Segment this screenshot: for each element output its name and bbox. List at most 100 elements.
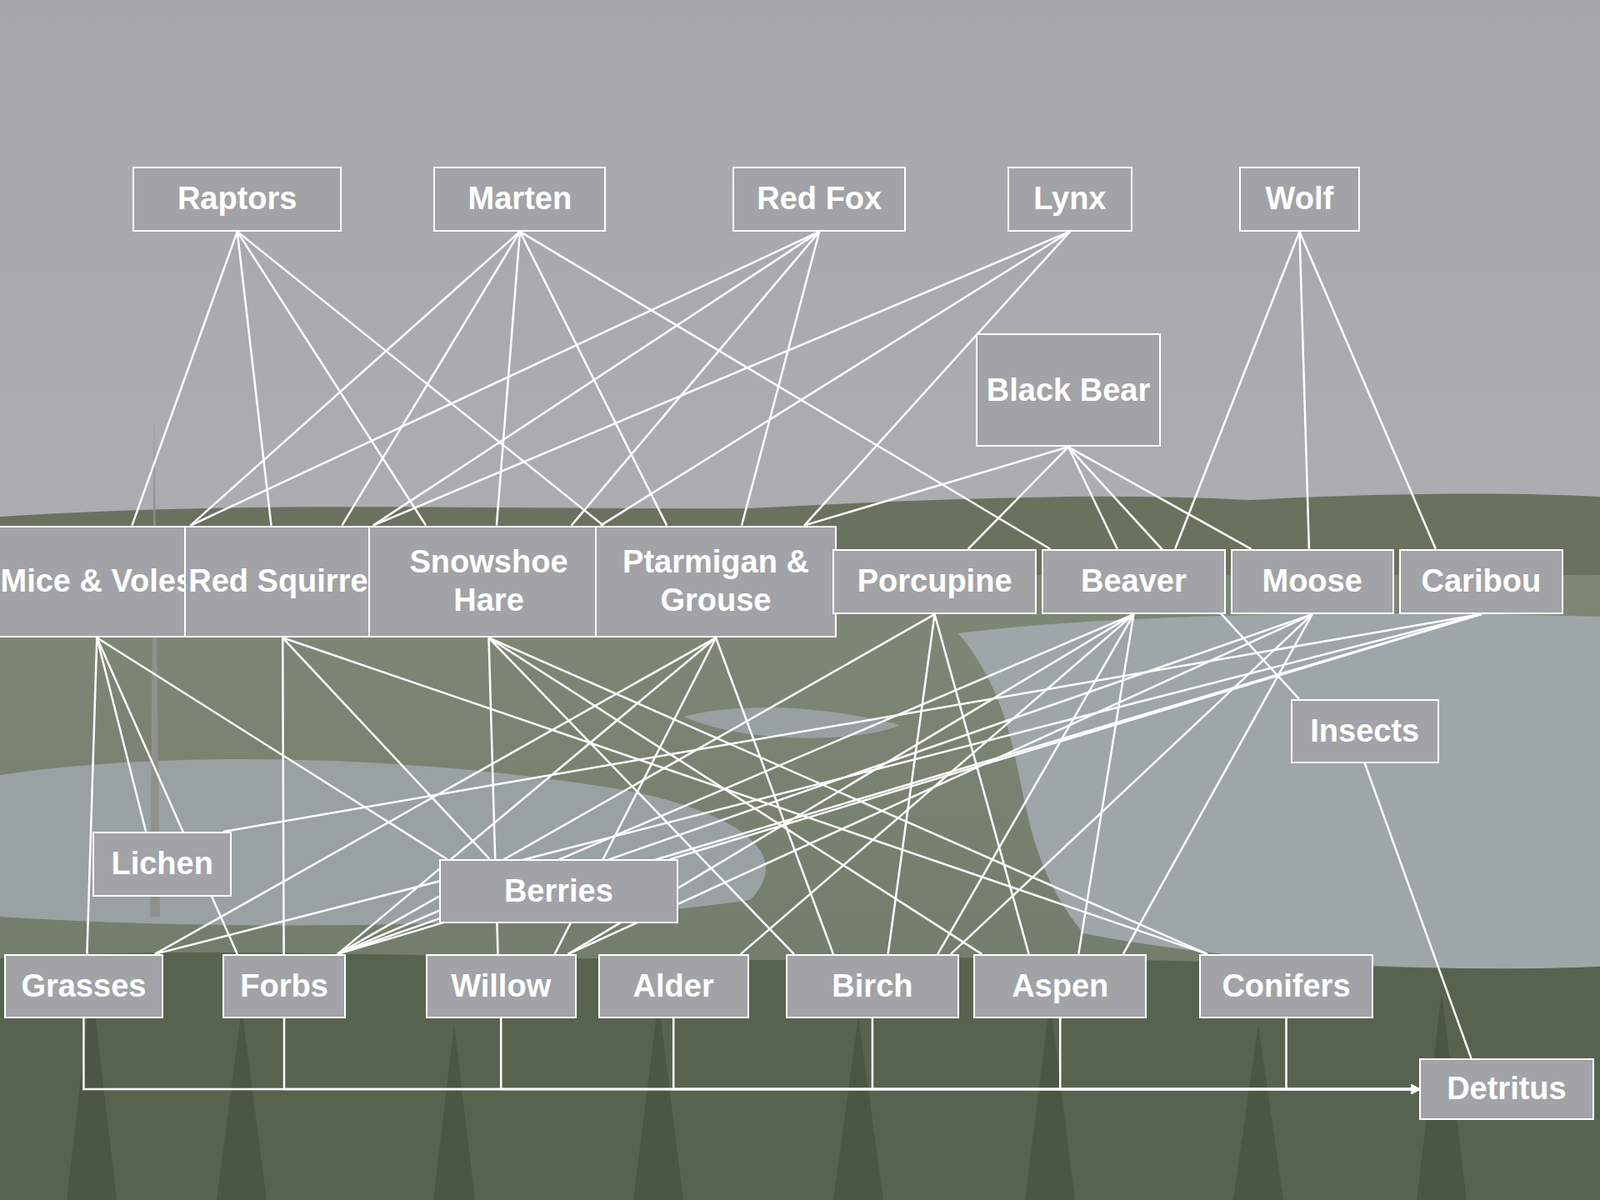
food-web-box: Alder <box>598 954 750 1019</box>
node-label: Ptarmigan & Grouse <box>596 543 835 620</box>
food-web-box: Willow <box>425 954 577 1019</box>
feeding-link <box>1068 446 1252 550</box>
node-label: Alder <box>633 967 715 1006</box>
food-web-box: Aspen <box>973 954 1147 1019</box>
node-label: Snowshoe Hare <box>370 543 607 620</box>
node-label: Lynx <box>1033 180 1106 219</box>
feeding-link <box>950 614 1313 955</box>
feeding-link <box>223 614 1481 832</box>
food-web-box: Red Fox <box>732 166 906 232</box>
node-label: Lichen <box>110 845 213 884</box>
node-label: Red Fox <box>756 180 882 219</box>
feeding-link <box>1286 1018 1420 1090</box>
feeding-link <box>155 614 1481 955</box>
wetland <box>0 575 1600 1200</box>
feeding-link <box>373 231 820 526</box>
feeding-link <box>337 637 716 955</box>
food-web-box: Detritus <box>1419 1058 1594 1121</box>
node-label: Aspen <box>1011 967 1109 1006</box>
node-label: Insects <box>1310 712 1420 751</box>
feeding-link <box>670 614 1481 860</box>
node-label: Conifers <box>1221 967 1350 1006</box>
node-label: Mice & Voles <box>0 562 195 601</box>
feeding-link <box>1365 763 1472 1059</box>
food-web-box: Caribou <box>1399 549 1564 615</box>
node-label: Berries <box>504 872 614 911</box>
feeding-link <box>568 614 1313 955</box>
food-web-box: Wolf <box>1239 166 1361 232</box>
food-web-box: Lichen <box>92 831 232 897</box>
node-label: Birch <box>831 967 913 1006</box>
feeding-link <box>937 614 1134 955</box>
node-label: Porcupine <box>857 562 1013 601</box>
feeding-link <box>968 446 1069 550</box>
food-web-box: Mice & Voles <box>0 525 200 639</box>
feeding-link <box>237 231 426 526</box>
feeding-link <box>1060 1018 1420 1090</box>
node-label: Detritus <box>1446 1070 1567 1109</box>
pond <box>0 759 766 925</box>
food-web-box: Grasses <box>4 954 164 1019</box>
feeding-link <box>190 231 520 526</box>
food-web-box: Red Squirrel <box>184 525 382 639</box>
feeding-link <box>96 637 447 860</box>
feeding-link <box>741 231 820 526</box>
food-web-box: Berries <box>439 859 680 924</box>
food-web-box: Insects <box>1290 699 1440 764</box>
node-label: Raptors <box>177 180 298 219</box>
feeding-link <box>489 637 1208 955</box>
feeding-link <box>673 1018 1420 1090</box>
feeding-link <box>1175 231 1300 550</box>
feeding-link <box>489 637 983 955</box>
feeding-link <box>571 231 820 526</box>
feeding-link <box>337 614 935 955</box>
node-label: Black Bear <box>986 371 1150 410</box>
feeding-link <box>1078 614 1134 955</box>
feeding-link <box>740 614 1135 955</box>
food-web-box: Forbs <box>222 954 346 1019</box>
feeding-link <box>282 637 284 955</box>
feeding-link <box>131 231 237 526</box>
food-web-box: Black Bear <box>975 333 1161 447</box>
node-label: Caribou <box>1421 562 1542 601</box>
food-web-box: Porcupine <box>832 549 1037 615</box>
feeding-link <box>190 231 820 526</box>
food-web-box: Snowshoe Hare <box>368 525 609 639</box>
food-web-box: Birch <box>785 954 960 1019</box>
food-web-box: Moose <box>1230 549 1395 615</box>
feeding-link <box>373 231 1070 526</box>
feeding-link <box>337 614 1481 955</box>
feeding-link <box>96 637 146 832</box>
feeding-link <box>872 1018 1420 1090</box>
node-label: Grasses <box>20 967 146 1006</box>
food-web-box: Marten <box>433 166 606 232</box>
feeding-link <box>337 614 1134 955</box>
node-label: Red Squirrel <box>188 562 377 601</box>
feeding-link <box>520 231 1050 550</box>
feeding-link <box>284 1018 1420 1090</box>
food-web-box: Beaver <box>1041 549 1225 615</box>
food-web-box: Raptors <box>132 166 342 232</box>
feeding-link <box>86 637 97 955</box>
feeding-link <box>1299 231 1310 550</box>
node-label: Forbs <box>240 967 329 1006</box>
node-label: Marten <box>468 180 573 219</box>
feeding-link <box>496 231 520 526</box>
food-web-box: Conifers <box>1199 954 1374 1019</box>
feeding-link <box>1068 446 1118 550</box>
feeding-link <box>1299 231 1435 550</box>
node-label: Wolf <box>1265 180 1335 219</box>
node-label: Moose <box>1262 562 1363 601</box>
feeding-link <box>337 614 1313 955</box>
forest-floor <box>0 952 1600 1200</box>
node-label: Willow <box>450 967 551 1006</box>
feeding-link <box>83 1018 1420 1090</box>
food-web-box: Ptarmigan & Grouse <box>595 525 837 639</box>
feeding-link <box>500 1018 1420 1090</box>
feeding-link <box>237 231 604 526</box>
feeding-link <box>341 231 520 526</box>
node-label: Beaver <box>1080 562 1187 601</box>
